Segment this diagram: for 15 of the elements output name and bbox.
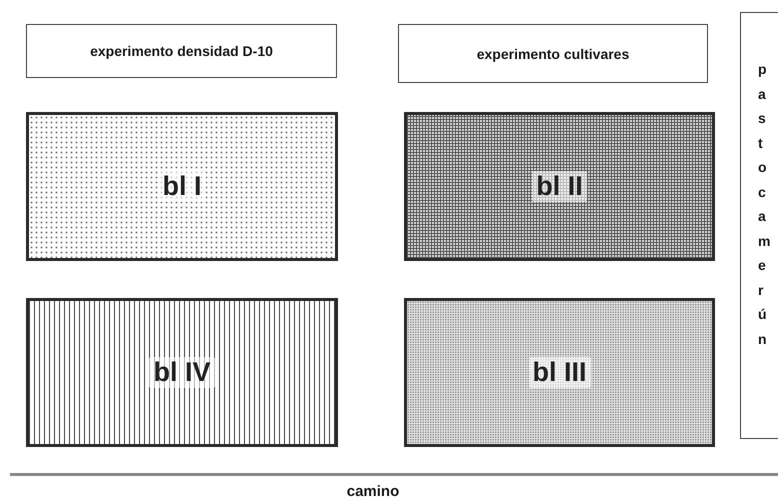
block-label: bl IV xyxy=(149,357,214,388)
road-label: camino xyxy=(346,483,400,500)
field-strip xyxy=(740,12,778,439)
block-label: bl III xyxy=(528,357,590,388)
block-label: bl II xyxy=(532,171,587,202)
plot-block xyxy=(26,112,338,261)
plot-block xyxy=(26,298,338,447)
vertical-label: pasto camerún xyxy=(758,60,770,348)
heading-text: experimento cultivares xyxy=(476,46,630,62)
block-label: bl I xyxy=(158,171,206,202)
heading-box xyxy=(398,24,708,83)
plot-block xyxy=(404,112,715,261)
plot-block xyxy=(404,298,715,447)
heading-box xyxy=(26,24,337,78)
heading-text: experimento densidad D-10 xyxy=(90,43,273,59)
